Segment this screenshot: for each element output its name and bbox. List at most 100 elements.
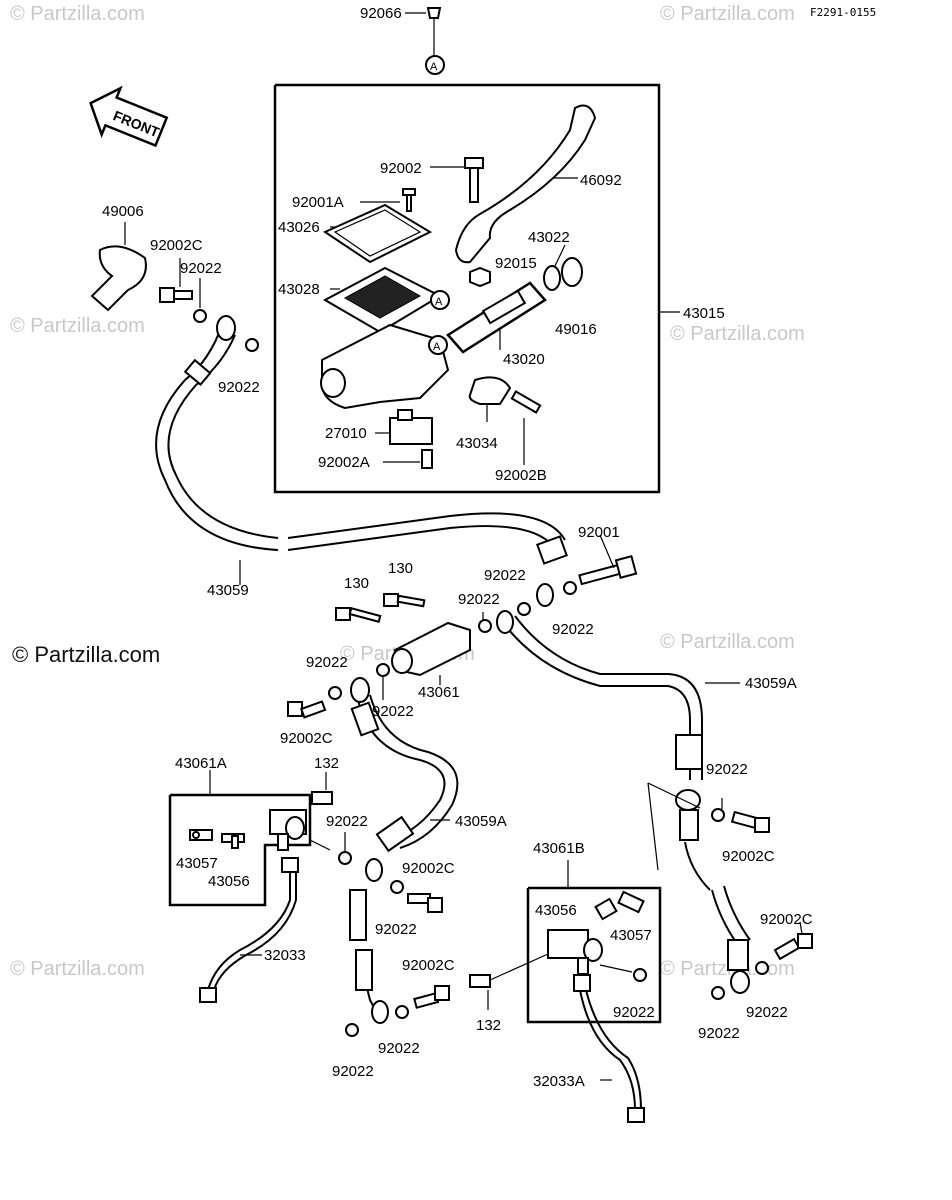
joint-43061 [391,621,471,685]
label-43059A: 43059A [745,675,797,692]
bolt-92002C-e [413,985,450,1009]
bolt-92002C-mid [287,700,327,719]
bolt-132-right [469,953,549,988]
bolt-92002C-left [159,258,193,303]
banjo-cover-49006 [90,222,147,312]
master-cylinder-body [320,323,450,410]
label-92022: 92022 [372,703,414,720]
label-92002: 92002 [380,160,422,177]
screw-92001A [360,188,416,212]
bolt-132-left [311,772,333,805]
label-92002C: 92002C [280,730,333,747]
bolt-92002C-d [407,893,443,913]
label-49006: 49006 [102,203,144,220]
label-92022: 92022 [458,591,500,608]
label-43057: 43057 [610,927,652,944]
label-92022: 92022 [746,1004,788,1021]
label-92022: 92022 [218,379,260,396]
label-92002B: 92002B [495,467,547,484]
washer-92022 [193,309,207,323]
label-92002C: 92002C [150,237,203,254]
label-32033: 32033 [264,947,306,964]
label-43056: 43056 [208,873,250,890]
label-92002C: 92002C [760,911,813,928]
label-32033A: 32033A [533,1073,585,1090]
label-92022: 92022 [378,1040,420,1057]
svg-text:A: A [430,61,438,73]
bolt-92002 [430,157,484,203]
label-43056: 43056 [535,902,577,919]
valve-43056-left [221,833,245,849]
label-92022: 92022 [552,621,594,638]
label-92022: 92022 [706,761,748,778]
watermark: © Partzilla.com [10,958,145,980]
joint-43061B-box [526,886,662,1024]
label-43015: 43015 [683,305,725,322]
label-92002C: 92002C [402,860,455,877]
bolt-92001 [578,534,638,586]
label-92001A: 92001A [292,194,344,211]
label-92022: 92022 [180,260,222,277]
label-92022: 92022 [306,654,348,671]
bolt-92002C-r2 [773,921,813,961]
bolt-130a [335,606,382,624]
label-92022: 92022 [332,1063,374,1080]
diagram-code: F2291-0155 [810,6,876,19]
label-92022: 92022 [326,813,368,830]
label-43061A: 43061A [175,755,227,772]
label-43020: 43020 [503,351,545,368]
label-43059: 43059 [207,582,249,599]
label-92001: 92001 [578,524,620,541]
label-46092: 46092 [580,172,622,189]
label-92002C: 92002C [402,957,455,974]
label-43034: 43034 [456,435,498,452]
label-92015: 92015 [495,255,537,272]
joint-43061B [547,929,603,975]
joint-43061A-box [168,793,312,907]
label-130: 130 [344,575,369,592]
cap-43057-left [189,829,213,841]
boot-49016 [561,257,583,287]
label-43061B: 43061B [533,840,585,857]
svg-text:A: A [433,341,441,353]
nut-92015 [469,266,491,288]
clamp-43034 [468,376,512,405]
switch-27010 [375,409,433,445]
brake-hose-43059A [504,624,691,780]
label-92022: 92022 [613,1004,655,1021]
watermark: © Partzilla.com [10,3,145,25]
bolt-92002B [510,390,542,465]
bolt-130b [383,593,426,608]
watermark: © Partzilla.com [660,3,795,25]
watermark: © Partzilla.com [660,631,795,653]
svg-text:A: A [435,296,443,308]
label-130: 130 [388,560,413,577]
screw-92002A [383,449,433,469]
label-92022: 92022 [698,1025,740,1042]
label-43022: 43022 [528,229,570,246]
label-92002A: 92002A [318,454,370,471]
bolt-92002C-r1 [730,810,770,833]
pipe-32033 [207,870,291,991]
label-92022: 92022 [484,567,526,584]
joint-43061A [269,809,307,851]
watermark-main: © Partzilla.com [12,642,160,667]
piston-kit-43020 [446,281,547,354]
front-arrow: FRONT [89,85,169,148]
label-92022: 92022 [375,921,417,938]
watermark: © Partzilla.com [670,323,805,345]
ring-43022 [543,265,561,291]
label-132: 132 [314,755,339,772]
label-43061: 43061 [418,684,460,701]
master-cylinder-box [273,83,661,494]
brake-hose-43059 [155,324,279,551]
label-132: 132 [476,1017,501,1034]
brake-lever [454,104,597,264]
label-49016: 49016 [555,321,597,338]
pipe-32033A [579,989,636,1111]
label-43026: 43026 [278,219,320,236]
label-43057: 43057 [176,855,218,872]
label-43059A: 43059A [455,813,507,830]
reservoir-cap [322,203,433,264]
